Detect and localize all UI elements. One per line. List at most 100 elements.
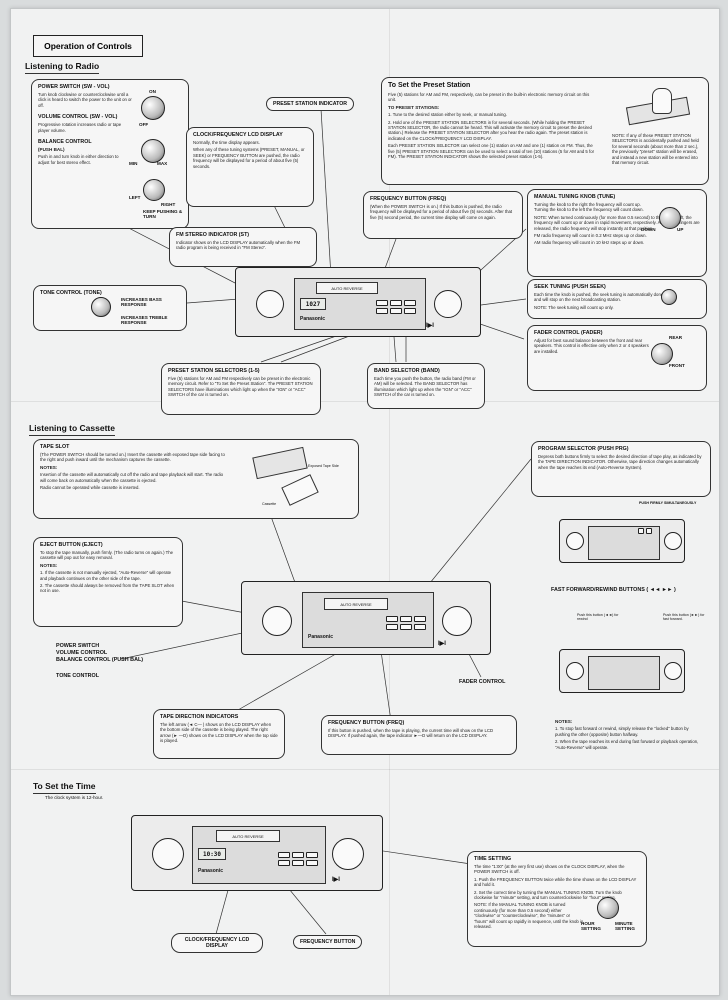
set-preset-note: NOTE: If any of these PRESET STATION SEL… <box>612 133 699 166</box>
fold-crease <box>389 9 390 995</box>
fm-stereo-heading: FM STEREO INDICATOR (ST) <box>176 232 250 238</box>
set-preset-step-2: 2. Hold one of the PRESET STATION SELECT… <box>388 119 592 141</box>
tone-knob-icon <box>91 297 111 317</box>
cassette-balance-label: BALANCE CONTROL (PUSH BAL) <box>56 657 144 663</box>
set-preset-box: To Set the Preset Station Five (5) stati… <box>381 77 709 185</box>
tape-slot-box: TAPE SLOT (The POWER SWITCH should be tu… <box>33 439 359 519</box>
page-title: Operation of Controls <box>33 35 143 57</box>
preset-buttons <box>278 852 318 866</box>
manual-tuning-box: MANUAL TUNING KNOB (TUNE) Turning the kn… <box>527 189 707 277</box>
frequency-tape-text: If this button is pushed, when the tape … <box>328 728 494 739</box>
brand-logo: Panasonic <box>300 316 326 322</box>
right-knob-diagram <box>434 290 462 318</box>
unit-logo: I▶I <box>332 877 340 883</box>
down-label: DOWN <box>641 227 656 232</box>
eject-note-2: 2. The cassette should always be removed… <box>40 583 175 594</box>
power-switch-heading: POWER SWITCH (SW - VOL) <box>38 84 110 90</box>
set-preset-step-1: 1. Tune to the desired station either by… <box>388 112 507 118</box>
manual-sheet: Operation of Controls Listening to Radio… <box>10 8 720 996</box>
on-label: ON <box>149 89 156 94</box>
left-knob-diagram <box>566 662 584 680</box>
set-preset-sub: TO PRESET STATIONS: <box>388 104 440 110</box>
seek-text: Each time the knob is pushed, the seek t… <box>534 292 664 303</box>
eject-text: To stop the tape manually, push firmly. … <box>40 550 174 561</box>
band-selector-box: BAND SELECTOR (BAND) Each time you push … <box>367 363 485 409</box>
fast-forward-label: Push this button (►►) for fast forward. <box>663 613 705 621</box>
program-heading: PROGRAM SELECTOR (PUSH PRG) <box>538 446 629 452</box>
right-knob-diagram <box>442 606 472 636</box>
fader-heading: FADER CONTROL (FADER) <box>534 330 603 336</box>
cassette-tone-label: TONE CONTROL <box>56 673 100 679</box>
max-label: MAX <box>157 161 168 166</box>
time-setting-box: TIME SETTING The time "1:00" (at the ver… <box>467 851 647 947</box>
left-knob-diagram <box>566 532 584 550</box>
section-title-cassette: Listening to Cassette <box>29 423 115 436</box>
time-setting-note: NOTE: If the MANUAL TUNING KNOB is turne… <box>474 902 584 930</box>
right-knob-diagram <box>664 662 682 680</box>
fm-stereo-text: Indicator shows on the LCD DISPLAY autom… <box>176 240 301 251</box>
cassette-fader-label: FADER CONTROL <box>459 679 506 685</box>
frequency-button-tape-box: FREQUENCY BUTTON (FREQ) If this button i… <box>321 715 517 755</box>
right-knob-diagram <box>332 838 364 870</box>
clock-system-note: The clock system is 12-hour. <box>45 795 104 800</box>
time-setting-step-2: 2. Set the correct time by turning the M… <box>474 889 622 901</box>
eject-heading: EJECT BUTTON (EJECT) <box>40 542 103 548</box>
manual-tuning-heading: MANUAL TUNING KNOB (TUNE) <box>534 194 616 200</box>
manual-tuning-bullet-1: FM radio frequency will count in 0.2 MHz… <box>534 233 647 239</box>
ff-rewind-heading: FAST FORWARD/REWIND BUTTONS ( ◄◄ ►► ) <box>551 587 676 593</box>
seek-heading: SEEK TUNING (PUSH SEEK) <box>534 284 606 290</box>
cassette-icon <box>281 474 319 506</box>
exposed-tape-side-label: Exposed Tape Side <box>308 464 339 468</box>
left-knob-diagram <box>262 606 292 636</box>
keep-pushing-label: KEEP PUSHING & TURN <box>143 209 183 219</box>
section-title-time: To Set the Time <box>33 781 96 794</box>
clock-item-2: When any of these tuning systems (PRESET… <box>193 147 305 169</box>
seek-tuning-box: SEEK TUNING (PUSH SEEK) Each time the kn… <box>527 279 707 319</box>
eject-button-box: EJECT BUTTON (EJECT) To stop the tape ma… <box>33 537 183 627</box>
radio-unit-diagram: AUTO REVERSE 1027 Panasonic I▶I <box>235 267 481 337</box>
manual-tuning-text: Turning the knob to the right the freque… <box>534 202 644 213</box>
power-knob-icon <box>141 96 165 120</box>
brand-logo: Panasonic <box>308 634 334 640</box>
clock-lcd-callout: CLOCK/FREQUENCY LCD DISPLAY <box>171 933 263 953</box>
fader-text: Adjust for best sound balance between th… <box>534 338 649 354</box>
set-preset-step-3: Each PRESET STATION SELECTOR can select … <box>388 143 595 160</box>
tape-slot-note-1: Insertion of the cassette will automatic… <box>40 472 224 483</box>
left-knob-diagram <box>152 838 184 870</box>
frequency-radio-heading: FREQUENCY BUTTON (FREQ) <box>370 196 447 202</box>
treble-label: INCREASES TREBLE RESPONSE <box>121 315 168 325</box>
auto-reverse-slot: AUTO REVERSE <box>316 282 378 294</box>
set-preset-heading: To Set the Preset Station <box>388 82 471 89</box>
manual-tuning-note: NOTE: When turned continuously (for more… <box>534 214 700 231</box>
hour-setting-label: HOUR SETTING <box>581 921 601 931</box>
time-knob-icon <box>597 897 619 919</box>
preset-selectors-text: Five (5) stations for AM and FM respecti… <box>168 376 313 398</box>
frequency-button-radio-box: FREQUENCY BUTTON (FREQ) (When the POWER … <box>363 191 523 239</box>
time-setting-text: The time "1:00" (at the very first use) … <box>474 864 625 875</box>
rewind-label: Push this button (◄◄) for rewind <box>577 613 619 621</box>
balance-text: Push in and turn knob in either directio… <box>38 154 119 165</box>
cassette-label: Cassette <box>262 502 277 506</box>
volume-heading: VOLUME CONTROL (SW - VOL) <box>38 114 118 121</box>
cassette-volume-label: VOLUME CONTROL <box>56 650 108 656</box>
tape-slot-sub: NOTES: <box>40 464 58 470</box>
preset-buttons <box>376 300 416 314</box>
frequency-radio-text: (When the POWER SWITCH is on.) If this b… <box>370 204 513 220</box>
time-setting-step-1: 1. Push the FREQUENCY BUTTON twice while… <box>474 876 637 888</box>
program-text: Depress both buttons firmly to select th… <box>538 454 702 470</box>
time-unit-diagram: AUTO REVERSE 10:30 Panasonic I▶I <box>131 815 383 891</box>
program-selector-box: PROGRAM SELECTOR (PUSH PRG) Depress both… <box>531 441 711 497</box>
right-knob-diagram <box>664 532 682 550</box>
band-heading: BAND SELECTOR (BAND) <box>374 368 440 374</box>
left-knob-diagram <box>256 290 284 318</box>
eject-sub: NOTES: <box>40 562 58 568</box>
program-buttons <box>638 528 652 534</box>
clock-item-1: Normally, the time display appears. <box>193 140 260 145</box>
balance-heading: BALANCE CONTROL <box>38 139 92 146</box>
seek-knob-icon <box>661 289 677 305</box>
frequency-tape-heading: FREQUENCY BUTTON (FREQ) <box>328 720 405 726</box>
tune-knob-icon <box>659 207 681 229</box>
clock-frequency-box: CLOCK/FREQUENCY LCD DISPLAY Normally, th… <box>186 127 314 207</box>
tape-slot-heading: TAPE SLOT <box>40 444 70 450</box>
tape-direction-box: TAPE DIRECTION INDICATORS The left arrow… <box>153 709 285 759</box>
